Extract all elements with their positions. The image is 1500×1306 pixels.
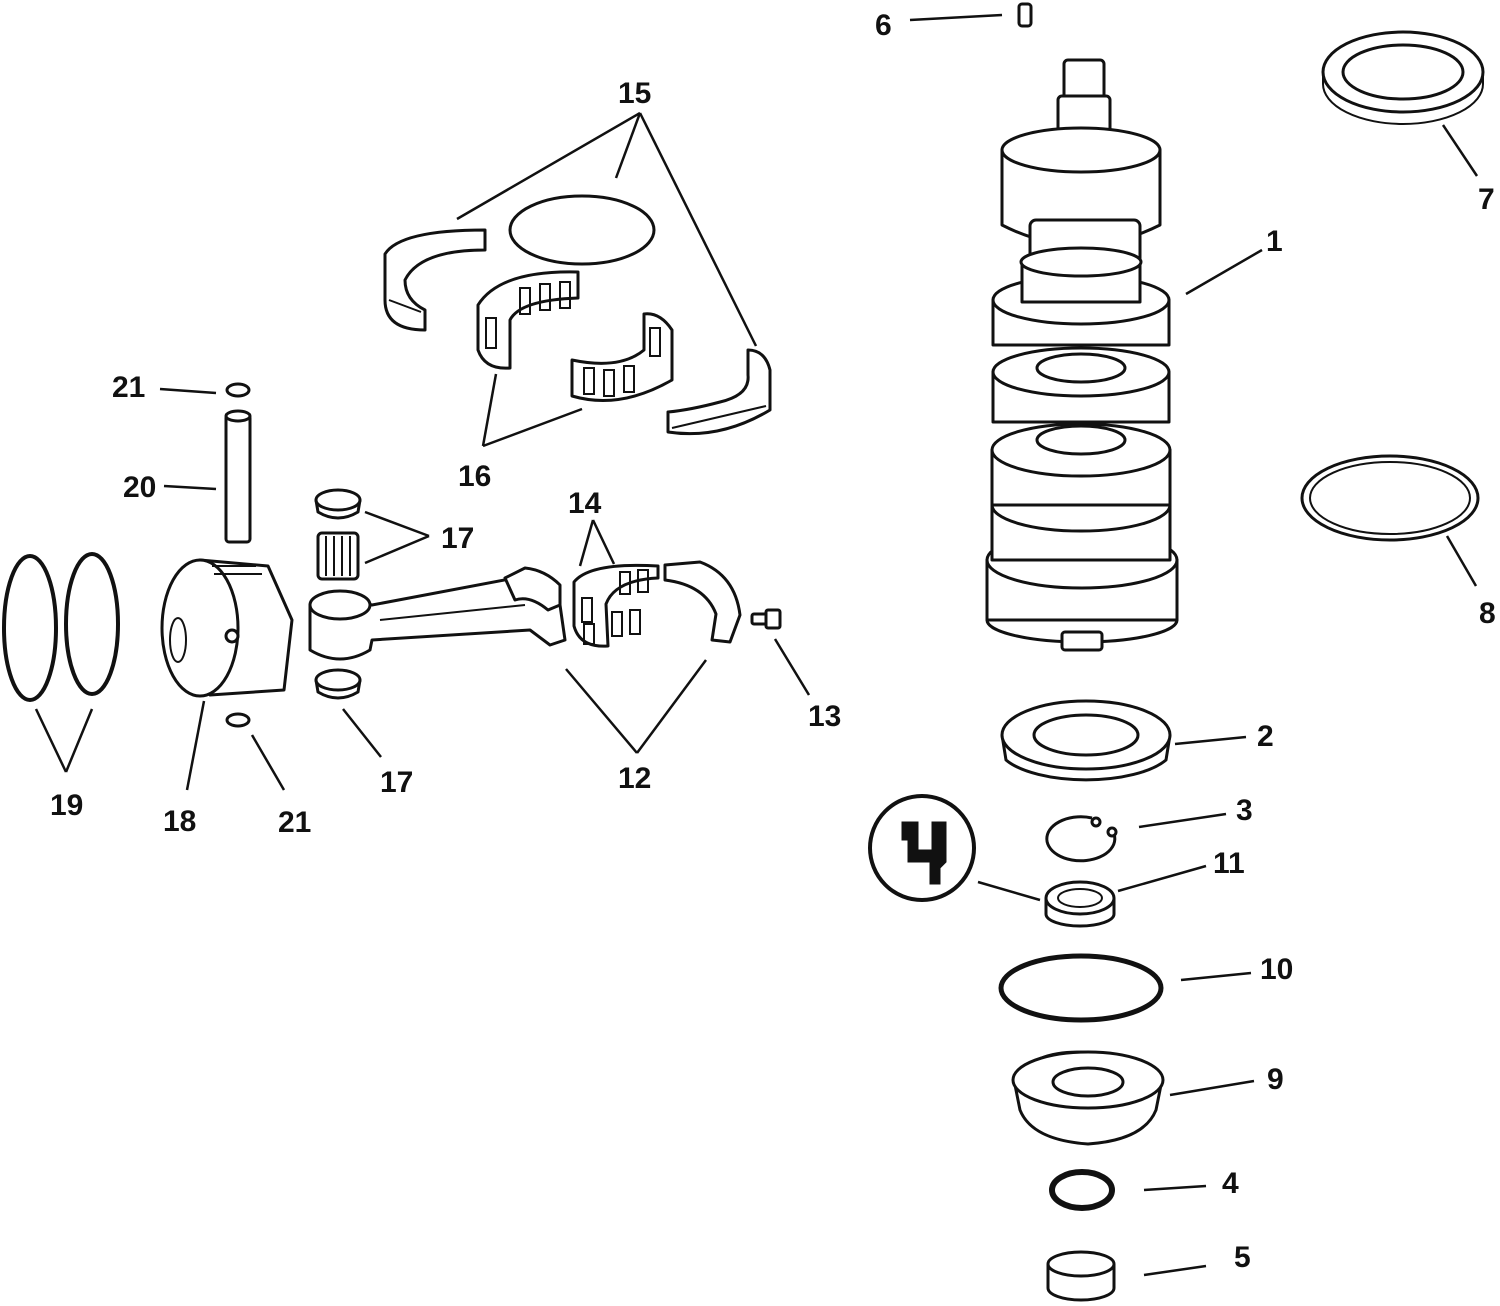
callout-21a: 21: [112, 371, 145, 404]
part-9-seal-housing: [1011, 1050, 1165, 1146]
part-21-lock-ring-bottom: [225, 712, 251, 728]
part-13-rod-screw: [750, 608, 782, 630]
part-10-o-ring: [998, 953, 1164, 1023]
part-18-piston: [160, 558, 294, 698]
callout-11: 11: [1213, 847, 1245, 880]
part-6-dowel-pin: [1017, 2, 1033, 28]
callout-17a: 17: [441, 522, 474, 555]
part-5-sleeve: [1046, 1250, 1116, 1302]
part-11-bushing: [1044, 880, 1116, 928]
callout-9: 9: [1267, 1063, 1284, 1096]
callout-20: 20: [123, 471, 156, 504]
part-21-lock-ring-top: [225, 382, 251, 398]
callout-21b: 21: [278, 806, 311, 839]
callout-10: 10: [1260, 953, 1293, 986]
callout-6: 6: [875, 9, 892, 42]
part-16-needle-cages: [476, 270, 674, 402]
part-4-seal: [1049, 1169, 1115, 1211]
part-15-bearing-races: [383, 194, 772, 436]
part-12-connecting-rod: [308, 560, 742, 661]
part-17-small-end-bearing: [314, 488, 362, 700]
part-20-wrist-pin: [224, 409, 252, 544]
callout-7: 7: [1478, 183, 1495, 216]
part-19-piston-rings: [2, 552, 120, 702]
callout-2: 2: [1257, 720, 1274, 753]
callout-12: 12: [618, 762, 651, 795]
callout-3: 3: [1236, 794, 1253, 827]
part-8-snap-ring: [1300, 454, 1480, 542]
part-3-retaining-ring: [1045, 815, 1118, 863]
part-2-ball-bearing: [1000, 699, 1172, 782]
callout-17b: 17: [380, 766, 413, 799]
callout-16: 16: [458, 460, 491, 493]
callout-labels: 1 2 3 4 5 6 7 8 9 10 11 12 13 14 15 16 1…: [50, 9, 1496, 1274]
callout-1: 1: [1266, 225, 1283, 258]
callout-14: 14: [568, 487, 602, 520]
part-14-rod-needle-cage: [572, 563, 660, 648]
callout-15: 15: [618, 77, 651, 110]
leader-lines: [34, 13, 1479, 1277]
callout-8: 8: [1479, 597, 1496, 630]
lubricant-symbol-icon: [868, 794, 976, 902]
callout-5: 5: [1234, 1241, 1251, 1274]
callout-4: 4: [1222, 1167, 1239, 1200]
callout-18: 18: [163, 805, 196, 838]
part-1-crankshaft: [985, 58, 1179, 652]
callout-13: 13: [808, 700, 841, 733]
part-7-seal-plate: [1321, 30, 1485, 125]
callout-19: 19: [50, 789, 83, 822]
